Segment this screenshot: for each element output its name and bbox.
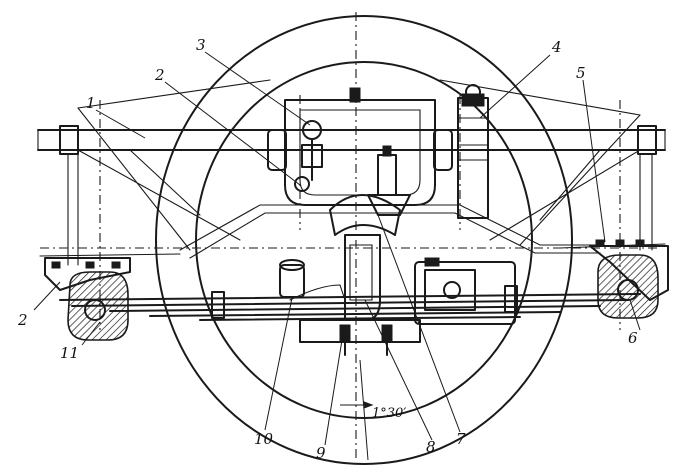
angle-indicator (340, 359, 374, 461)
leader-lines (33, 51, 641, 446)
center-bolts (339, 324, 393, 356)
axle-block-right (414, 257, 516, 325)
frame-rail (37, 125, 666, 266)
callout-11: 11 (60, 344, 79, 362)
steering-linkage (289, 120, 331, 192)
upper-housing (267, 87, 453, 206)
callout-5: 5 (576, 64, 586, 82)
callout-10: 10 (254, 430, 274, 448)
lubricator (279, 259, 305, 298)
wheel (155, 15, 573, 465)
axle-beam (299, 319, 421, 343)
leaf-spring (59, 284, 641, 321)
angle-note: 1°30′ (372, 406, 406, 421)
callout-6: 6 (628, 329, 638, 347)
center-lines (40, 12, 660, 462)
callout-8: 8 (426, 438, 436, 456)
callout-7: 7 (456, 430, 466, 448)
right-spring-eye (589, 239, 669, 319)
callout-3: 3 (196, 36, 206, 54)
bracing (77, 79, 641, 259)
kingpin-assembly (329, 145, 411, 321)
callout-2-top: 2 (154, 66, 165, 84)
shock-absorber (457, 84, 489, 219)
callout-4: 4 (551, 38, 562, 56)
callout-1: 1 (86, 94, 96, 112)
callout-9: 9 (316, 444, 326, 462)
callout-2-left: 2 (17, 311, 28, 329)
left-spring-eye (44, 257, 131, 341)
callouts: 1 2 3 4 5 2 6 11 10 9 8 7 1°30′ (17, 36, 638, 462)
